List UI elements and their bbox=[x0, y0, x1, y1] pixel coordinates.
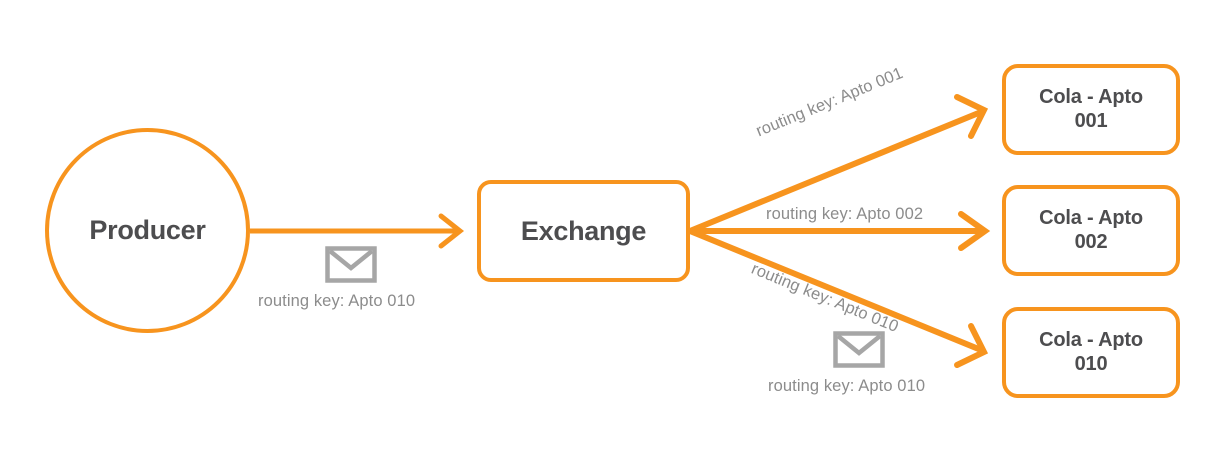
arrow-exchange-to-queue-010 bbox=[688, 228, 989, 368]
envelope-icon bbox=[325, 246, 377, 283]
queue-label-010-line1: Cola - Apto bbox=[1039, 328, 1143, 351]
producer-node[interactable]: Producer bbox=[45, 128, 250, 333]
exchange-label: Exchange bbox=[520, 215, 647, 246]
arrow-producer-to-exchange bbox=[250, 213, 465, 249]
arrow-exchange-to-queue-002 bbox=[690, 211, 991, 251]
message-caption-producer: routing key: Apto 010 bbox=[258, 292, 416, 310]
arrow-exchange-to-queue-001 bbox=[688, 94, 989, 234]
route-label-002: routing key: Apto 002 bbox=[766, 205, 924, 223]
queue-label-010-line2: 010 bbox=[1074, 352, 1108, 375]
message-caption-queue-010: routing key: Apto 010 bbox=[768, 377, 926, 395]
queue-node-010[interactable]: Cola - Apto 010 bbox=[1002, 307, 1180, 398]
queue-label-002-line1: Cola - Apto bbox=[1039, 206, 1143, 229]
exchange-node[interactable]: Exchange bbox=[477, 180, 690, 282]
envelope-icon bbox=[833, 331, 885, 368]
queue-node-001[interactable]: Cola - Apto 001 bbox=[1002, 64, 1180, 155]
queue-label-001: Cola - Apto 001 bbox=[1033, 86, 1149, 133]
queue-label-001-line1: Cola - Apto bbox=[1039, 85, 1143, 108]
queue-label-001-line2: 001 bbox=[1074, 109, 1108, 132]
producer-label: Producer bbox=[89, 215, 206, 245]
queue-label-002-line2: 002 bbox=[1074, 230, 1108, 253]
queue-node-002[interactable]: Cola - Apto 002 bbox=[1002, 185, 1180, 276]
queue-label-002: Cola - Apto 002 bbox=[1033, 207, 1149, 254]
queue-label-010: Cola - Apto 010 bbox=[1033, 329, 1149, 376]
